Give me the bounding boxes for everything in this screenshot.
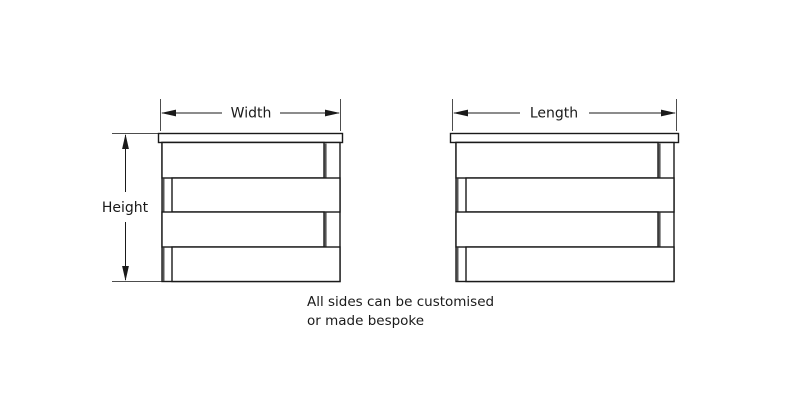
front-view-slat-1 bbox=[161, 141, 325, 179]
height-arrow-top-icon bbox=[122, 134, 129, 149]
side-view-slat-1 bbox=[455, 141, 659, 179]
side-view-group: Length bbox=[449, 99, 680, 283]
caption-line-1: All sides can be customised bbox=[307, 294, 494, 310]
side-view-slat-4 bbox=[465, 246, 675, 283]
side-view-slat-2 bbox=[465, 177, 675, 213]
front-view-slat-3 bbox=[161, 211, 325, 248]
length-dimension-label: Length bbox=[530, 106, 578, 122]
width-arrow-left-icon bbox=[161, 109, 176, 117]
height-arrow-bottom-icon bbox=[122, 266, 129, 281]
height-dimension-label: Height bbox=[102, 200, 149, 216]
caption-line-2: or made bespoke bbox=[307, 313, 424, 329]
front-view-slat-4 bbox=[171, 246, 341, 283]
length-arrow-right-icon bbox=[661, 109, 676, 117]
front-view-group: Width Height bbox=[102, 99, 344, 283]
caption-group: All sides can be customised or made besp… bbox=[307, 294, 494, 329]
width-arrow-right-icon bbox=[325, 109, 340, 117]
length-arrow-left-icon bbox=[453, 109, 468, 117]
front-view-slat-2 bbox=[171, 177, 341, 213]
front-view-tabletop bbox=[157, 132, 344, 144]
side-view-slat-3 bbox=[455, 211, 659, 248]
width-dimension-label: Width bbox=[231, 106, 272, 122]
side-view-tabletop bbox=[449, 132, 680, 144]
